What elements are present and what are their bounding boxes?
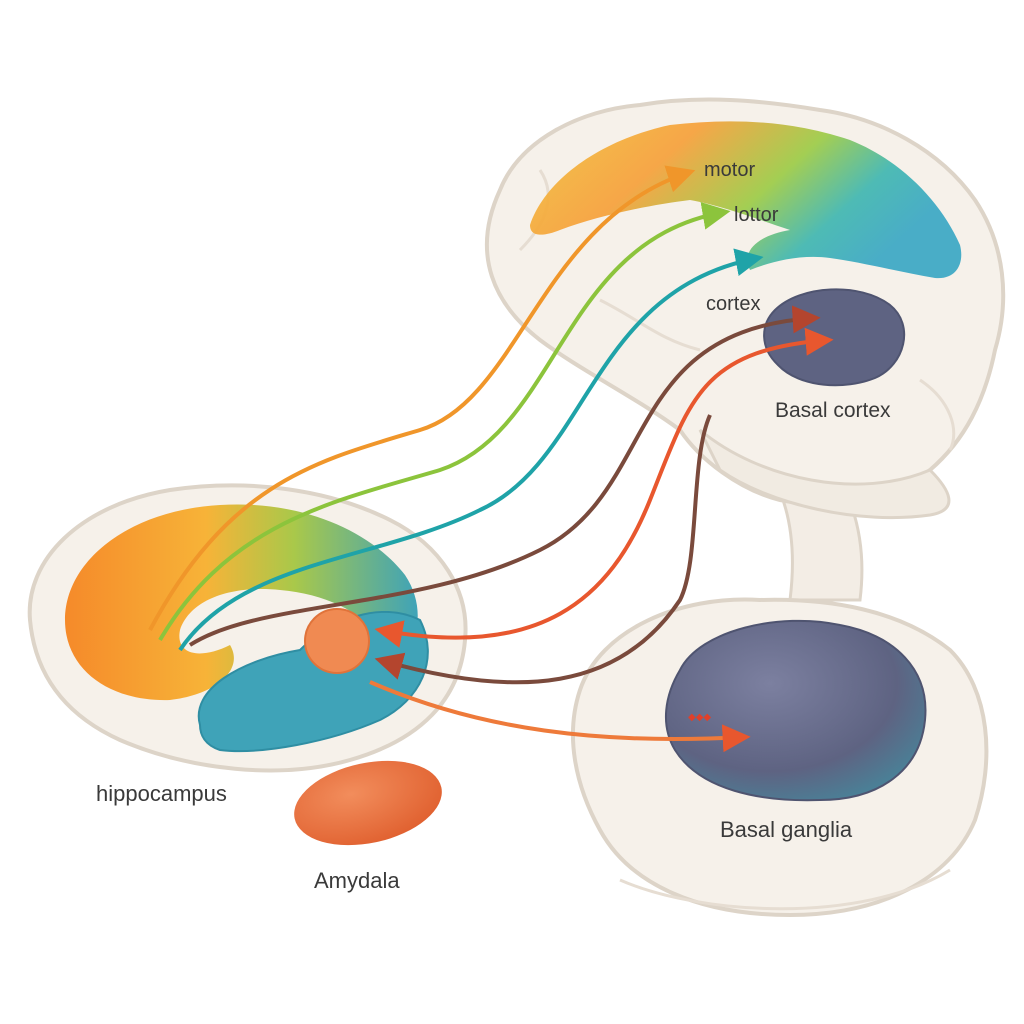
hippocampus-region <box>27 483 468 773</box>
label-hippocampus: hippocampus <box>96 781 227 806</box>
basal-ganglia-inner-mark: ◆◆◆ <box>688 712 711 723</box>
amygdala-shape <box>294 760 442 846</box>
label-basal-cortex: Basal cortex <box>775 399 891 422</box>
pathway-orange-lower <box>369 680 751 753</box>
hippocampus-node <box>304 608 370 674</box>
label-motor: motor <box>704 159 755 181</box>
label-lottor: lottor <box>734 204 779 226</box>
label-cortex: cortex <box>706 293 760 315</box>
cortex-band <box>530 121 962 279</box>
basal-cortex-blob <box>763 288 906 387</box>
label-amygdala: Amydala <box>314 868 400 893</box>
label-basal-ganglia: Basal ganglia <box>720 817 853 842</box>
pathway-brown-return <box>374 414 712 685</box>
basal-ganglia-blob <box>664 619 927 802</box>
pathway-red-upper <box>374 327 834 648</box>
